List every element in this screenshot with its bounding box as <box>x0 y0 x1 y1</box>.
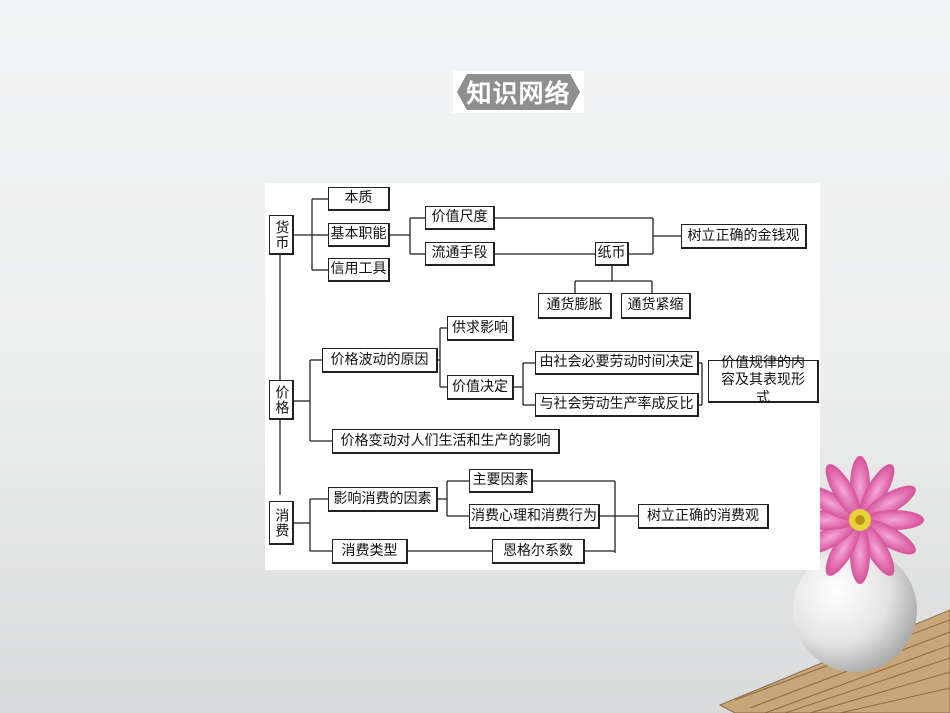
node-benzhi: 本质 <box>328 187 390 211</box>
node-tonghuopengzhang: 通货膨胀 <box>538 293 612 319</box>
title-banner-shape: 知识网络 <box>457 74 580 110</box>
node-jiagebodong: 价格波动的原因 <box>322 348 438 373</box>
node-zhuyaoyinsu: 主要因素 <box>469 469 533 493</box>
node-yingxiangyinsu: 影响消费的因素 <box>328 487 438 512</box>
node-shehuibiyao: 由社会必要劳动时间决定 <box>535 351 699 375</box>
node-xiaofeiguan: 树立正确的消费观 <box>638 504 769 529</box>
node-jiazhijueding: 价值决定 <box>447 375 514 400</box>
page-title: 知识网络 <box>466 79 571 108</box>
node-xiaofei: 消费 <box>269 501 294 545</box>
node-jiage: 价格 <box>269 380 294 420</box>
node-engeer: 恩格尔系数 <box>492 539 585 564</box>
node-jiagebiandong: 价格变动对人们生活和生产的影响 <box>332 429 560 454</box>
vase <box>793 548 917 672</box>
node-liutongshouduan: 流通手段 <box>425 242 495 266</box>
node-jiazhiguilv: 价值规律的内容及其表现形式 <box>708 355 819 406</box>
node-jinqianguan: 树立正确的金钱观 <box>681 224 807 249</box>
node-tonghuojinsuo: 通货紧缩 <box>621 293 691 319</box>
node-zhibi: 纸币 <box>595 242 629 266</box>
node-xiaofeileixing: 消费类型 <box>332 539 408 564</box>
node-jibenzhineng: 基本职能 <box>328 223 390 247</box>
node-xiaofeixinli: 消费心理和消费行为 <box>469 504 600 529</box>
node-chengfanbi: 与社会劳动生产率成反比 <box>535 393 699 417</box>
connector-lines <box>279 198 703 553</box>
title-banner: 知识网络 <box>453 71 584 113</box>
node-huobi: 货币 <box>269 215 294 255</box>
knowledge-network-diagram: 货币 价格 消费 本质 基本职能 信用工具 价值尺度 流通手段 纸币 通货膨胀 … <box>265 183 820 570</box>
node-gongqiu: 供求影响 <box>447 316 514 341</box>
node-jiazhichidu: 价值尺度 <box>425 206 495 230</box>
node-xinyonggongju: 信用工具 <box>328 258 390 282</box>
